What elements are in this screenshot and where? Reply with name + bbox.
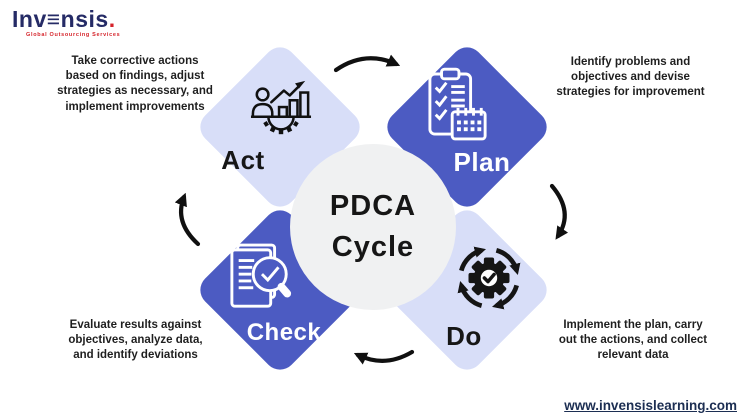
logo-part2: nsis (60, 6, 109, 32)
do-description: Implement the plan, carry out the action… (558, 319, 708, 362)
plan-label: Plan (453, 147, 511, 177)
logo-e-glyph: ≡ (46, 6, 61, 32)
process-gear-arrows-icon (457, 246, 521, 310)
logo-tagline: Global Outsourcing Services (26, 32, 121, 38)
arrow-act-to-plan (333, 54, 401, 73)
arrow-do-to-check (353, 349, 415, 365)
check-description: Evaluate results against objectives, ana… (68, 319, 203, 362)
act-label: Act (221, 145, 265, 175)
growth-gear-icon (250, 80, 312, 135)
plan-description: Identify problems and objectives and dev… (556, 56, 705, 99)
clipboard-calendar-icon (428, 67, 487, 141)
logo-part1: Inv (12, 6, 47, 32)
arrow-check-to-act (174, 192, 201, 247)
diagram-title: PDCA Cycle (330, 186, 416, 267)
check-label: Check (246, 319, 322, 346)
document-check-magnifier-icon (230, 243, 292, 308)
invensis-logo: Inv≡nsis. Global Outsourcing Services (12, 8, 121, 39)
invensis-logo-wordmark: Inv≡nsis. (12, 8, 120, 31)
diagram-title-line1: PDCA (329, 190, 417, 223)
act-description: Take corrective actions based on finding… (57, 55, 213, 113)
website-link[interactable]: www.invensislearning.com (564, 398, 737, 413)
logo-dot: . (108, 6, 116, 32)
center-circle: PDCA Cycle (290, 144, 456, 310)
diagram-title-line2: Cycle (331, 231, 415, 263)
do-label: Do (446, 321, 482, 351)
arrow-plan-to-do (549, 183, 569, 240)
